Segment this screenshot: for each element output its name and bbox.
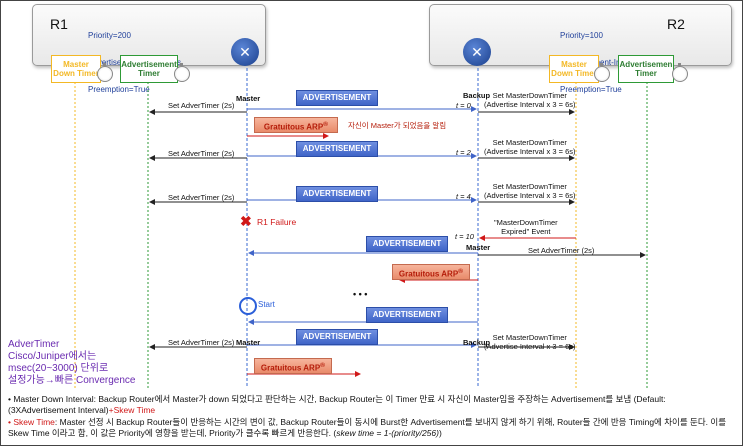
mdi-text: • Master Down Interval: Backup Router에서 … [8,394,666,415]
mdi-skew: +Skew Time [108,405,156,415]
garp-label: Gratuitous ARP [398,269,459,279]
start-marker-icon [239,297,257,315]
note-title: AdverTimer [8,339,60,350]
skew-end: ) [438,428,442,438]
skew-formula: skew time = 1-(priority/256) [336,428,439,438]
note-line: msec(20~3000) 단위로 [8,363,109,374]
set-md-timer-label: Set MasterDownTimer(Advertise Interval x… [484,91,576,109]
r1-preemption: Preemption=True [88,85,150,94]
set-adver-timer-label: Set AdverTimer (2s) [528,246,595,255]
note-line: 설정가능→빠른 Convergence [8,375,136,386]
backup-label: Backup [463,338,491,347]
time-label: t = 2 [456,148,471,157]
master-down-interval-definition: • Master Down Interval: Backup Router에서 … [8,394,733,416]
garp-sup: ® [458,268,464,275]
time-label: t = 10 [455,232,474,241]
set-md-timer-line1: Set MasterDownTimer [492,333,567,342]
router-icon: ✕ [231,38,259,66]
set-md-timer-line2: (Advertise Interval x 3 = 6s) [484,147,576,156]
master-label: Master [236,94,261,103]
note-line: Cisco/Juniper에서는 [8,351,97,362]
garp-sup: ® [323,121,329,128]
time-label: t = 0 [456,101,471,110]
set-md-timer-line2: (Advertise Interval x 3 = 6s) [484,342,576,351]
advertisement-box: ADVERTISEMENT [296,186,378,202]
gratuitous-arp-box: Gratuitous ARP® [254,117,338,133]
skew-text: : Master 선정 시 Backup Router들이 반응하는 시간의 변… [8,417,727,438]
gratuitous-arp-box: Gratuitous ARP® [392,264,470,280]
set-adver-timer-label: Set AdverTimer (2s) [168,149,235,158]
skew-time-definition: • Skew Time: Master 선정 시 Backup Router들이… [8,417,733,439]
r1-priority: Priority=200 [88,31,131,40]
set-md-timer-line1: Set MasterDownTimer [492,182,567,191]
stopwatch-icon [672,63,688,82]
r2-preemption: Preemption=True [560,85,622,94]
advertisement-box: ADVERTISEMENT [296,90,378,106]
advertisement-box: ADVERTISEMENT [366,307,448,323]
router-icon: ✕ [463,38,491,66]
garp-note: 자신이 Master가 되었음을 알림 [348,121,447,130]
time-label: t = 4 [456,192,471,201]
stopwatch-icon [594,63,610,82]
r1-name: R1 [50,16,68,32]
set-adver-timer-label: Set AdverTimer (2s) [168,193,235,202]
adver-timer-note: AdverTimer Cisco/Juniper에서는 msec(20~3000… [8,339,135,387]
advertisement-box: ADVERTISEMENT [296,141,378,157]
stopwatch-icon [97,63,113,82]
set-adver-timer-label: Set AdverTimer (2s) [168,101,235,110]
x-mark-icon: ✖ [240,213,252,229]
set-md-timer-label: Set MasterDownTimer(Advertise Interval x… [484,138,576,156]
set-adver-timer-label: Set AdverTimer (2s) [168,338,235,347]
r2-name: R2 [667,16,685,32]
r2-info: Priority=100 Advertisement-Interval=2s P… [560,13,653,103]
skew-title: • Skew Time [8,417,55,427]
master-label: Master [466,243,491,252]
advertisement-box: ADVERTISEMENT [296,329,378,345]
definitions-note: • Master Down Interval: Backup Router에서 … [8,394,733,440]
r1-master-down-timer: Master Down Timer [51,55,101,83]
failure-label: R1 Failure [257,217,297,227]
garp-label: Gratuitous ARP [263,122,324,132]
r2-adv-interval: Advertisement-Interval=2s [560,58,654,67]
stopwatch-icon [174,63,190,82]
garp-sup: ® [320,362,326,369]
r2-advertisement-timer: Advertisemen Timer [618,55,674,83]
expired-line2: Expired" Event [501,227,551,236]
set-md-timer-label: Set MasterDownTimer(Advertise Interval x… [484,182,576,200]
advertisement-box: ADVERTISEMENT [366,236,448,252]
set-md-timer-line2: (Advertise Interval x 3 = 6s) [484,100,576,109]
set-md-timer-line1: Set MasterDownTimer [492,91,567,100]
garp-label: Gratuitous ARP [260,363,321,373]
expired-line1: "MasterDownTimer [494,218,558,227]
set-md-timer-label: Set MasterDownTimer(Advertise Interval x… [484,333,576,351]
start-label: Start [258,300,275,309]
master-label: Master [236,338,261,347]
gratuitous-arp-box: Gratuitous ARP® [254,358,332,374]
backup-label: Backup [463,91,491,100]
set-md-timer-line1: Set MasterDownTimer [492,138,567,147]
ellipsis: • • • [353,289,368,299]
set-md-timer-line2: (Advertise Interval x 3 = 6s) [484,191,576,200]
r2-priority: Priority=100 [560,31,603,40]
